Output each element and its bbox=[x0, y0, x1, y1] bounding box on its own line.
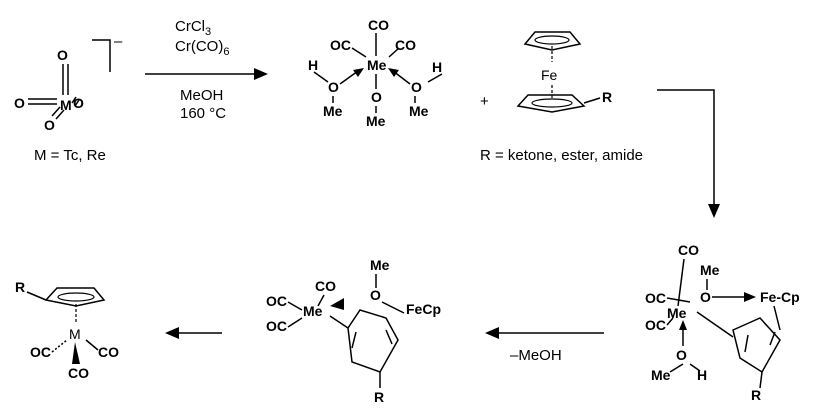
intermediate-complex: CO Me OC O Me OC Fe-Cp O Me H R bbox=[645, 242, 800, 403]
central-metal-M: M bbox=[60, 97, 72, 113]
reaction-arrow-2 bbox=[657, 89, 720, 218]
tris-methanol-complex: CO OC CO Me H O Me O Me O H Me bbox=[308, 17, 443, 129]
methyl-right: Me bbox=[409, 103, 429, 119]
cp-ring-top bbox=[523, 31, 582, 51]
cp-ring-product bbox=[44, 287, 106, 307]
carbonyl-left-6: OC bbox=[30, 344, 51, 360]
center-metal-4: Me bbox=[667, 305, 687, 321]
carbonyl-left-4b: OC bbox=[645, 317, 666, 333]
carbonyl-left-5b: OC bbox=[266, 318, 287, 334]
reagent-crco6: Cr(CO)6 bbox=[175, 38, 229, 58]
methanol-o-right: O bbox=[411, 79, 422, 95]
oxo-bottom-left: O bbox=[44, 117, 55, 133]
methanol-o-5: O bbox=[370, 287, 381, 303]
bonds-4 bbox=[666, 258, 781, 389]
dative-arrow-left bbox=[353, 68, 364, 77]
cp-ring-bottom bbox=[516, 94, 586, 113]
carbonyl-left-5a: OC bbox=[266, 293, 287, 309]
carbonyl-top-4: CO bbox=[678, 242, 699, 258]
r-definition: R = ketone, ester, amide bbox=[480, 147, 643, 164]
substituent-r-6: R bbox=[15, 279, 25, 295]
methyl-top-5: Me bbox=[370, 257, 390, 273]
center-metal: Me bbox=[367, 57, 387, 73]
oxo-left: O bbox=[14, 95, 25, 111]
methyl-bottom-4: Me bbox=[651, 367, 671, 383]
hydroxyl-h-4: H bbox=[697, 367, 707, 383]
carbonyl-bottom-6: CO bbox=[68, 365, 89, 381]
ferrocene-derivative: Fe R bbox=[516, 31, 612, 113]
bonds-2 bbox=[313, 33, 443, 113]
methanol-o-left: O bbox=[328, 79, 339, 95]
iron-atom: Fe bbox=[541, 67, 558, 83]
substituent-r-4: R bbox=[751, 387, 761, 403]
elimination-label: –MeOH bbox=[510, 347, 562, 364]
metal-definition: M = Tc, Re bbox=[34, 147, 106, 164]
carbonyl-top-5: CO bbox=[315, 278, 336, 294]
temperature: 160 °C bbox=[180, 105, 226, 122]
bonds-5 bbox=[287, 274, 405, 388]
solvent-meoh: MeOH bbox=[180, 87, 223, 104]
substituent-r: R bbox=[602, 89, 612, 105]
substituent-r-5: R bbox=[374, 389, 384, 405]
methanol-o-middle: O bbox=[371, 89, 382, 105]
methanol-o-4b: O bbox=[676, 347, 687, 363]
fe-cp-4: Fe-Cp bbox=[760, 289, 800, 305]
oxo-top: O bbox=[57, 47, 68, 63]
metal-center-6: M bbox=[69, 326, 81, 342]
anion-charge: – bbox=[114, 33, 123, 50]
methanol-o-4a: O bbox=[700, 289, 711, 305]
dative-arrow-right bbox=[388, 68, 399, 77]
carbonyl-left-4a: OC bbox=[645, 290, 666, 306]
mo-double-bonds bbox=[28, 64, 80, 120]
methyl-left: Me bbox=[323, 103, 343, 119]
carbonyl-top: CO bbox=[368, 17, 389, 33]
reaction-arrow-1 bbox=[145, 68, 268, 80]
methyl-middle: Me bbox=[366, 113, 386, 129]
hydroxyl-h-right: H bbox=[432, 59, 442, 75]
reaction-arrow-3 bbox=[485, 327, 604, 339]
plus-sign: + bbox=[480, 93, 489, 110]
reaction-arrow-4 bbox=[165, 327, 222, 339]
chelated-complex: Me CO OC O FeCp Me OC R bbox=[266, 257, 441, 405]
fe-cp-5: FeCp bbox=[406, 301, 441, 317]
methyl-top-4: Me bbox=[700, 262, 720, 278]
center-metal-5: Me bbox=[303, 303, 323, 319]
carbonyl-right: CO bbox=[395, 37, 416, 53]
hydroxyl-h-left: H bbox=[308, 57, 318, 73]
permetallate-anion: M O O O O – bbox=[14, 33, 123, 133]
piano-stool-product: R M OC CO CO bbox=[15, 279, 119, 381]
carbonyl-left: OC bbox=[330, 37, 351, 53]
carbonyl-right-6: CO bbox=[98, 344, 119, 360]
oxo-bottom-right: O bbox=[73, 95, 84, 111]
reagent-crcl3: CrCl3 bbox=[175, 18, 211, 38]
bracket bbox=[92, 39, 111, 72]
